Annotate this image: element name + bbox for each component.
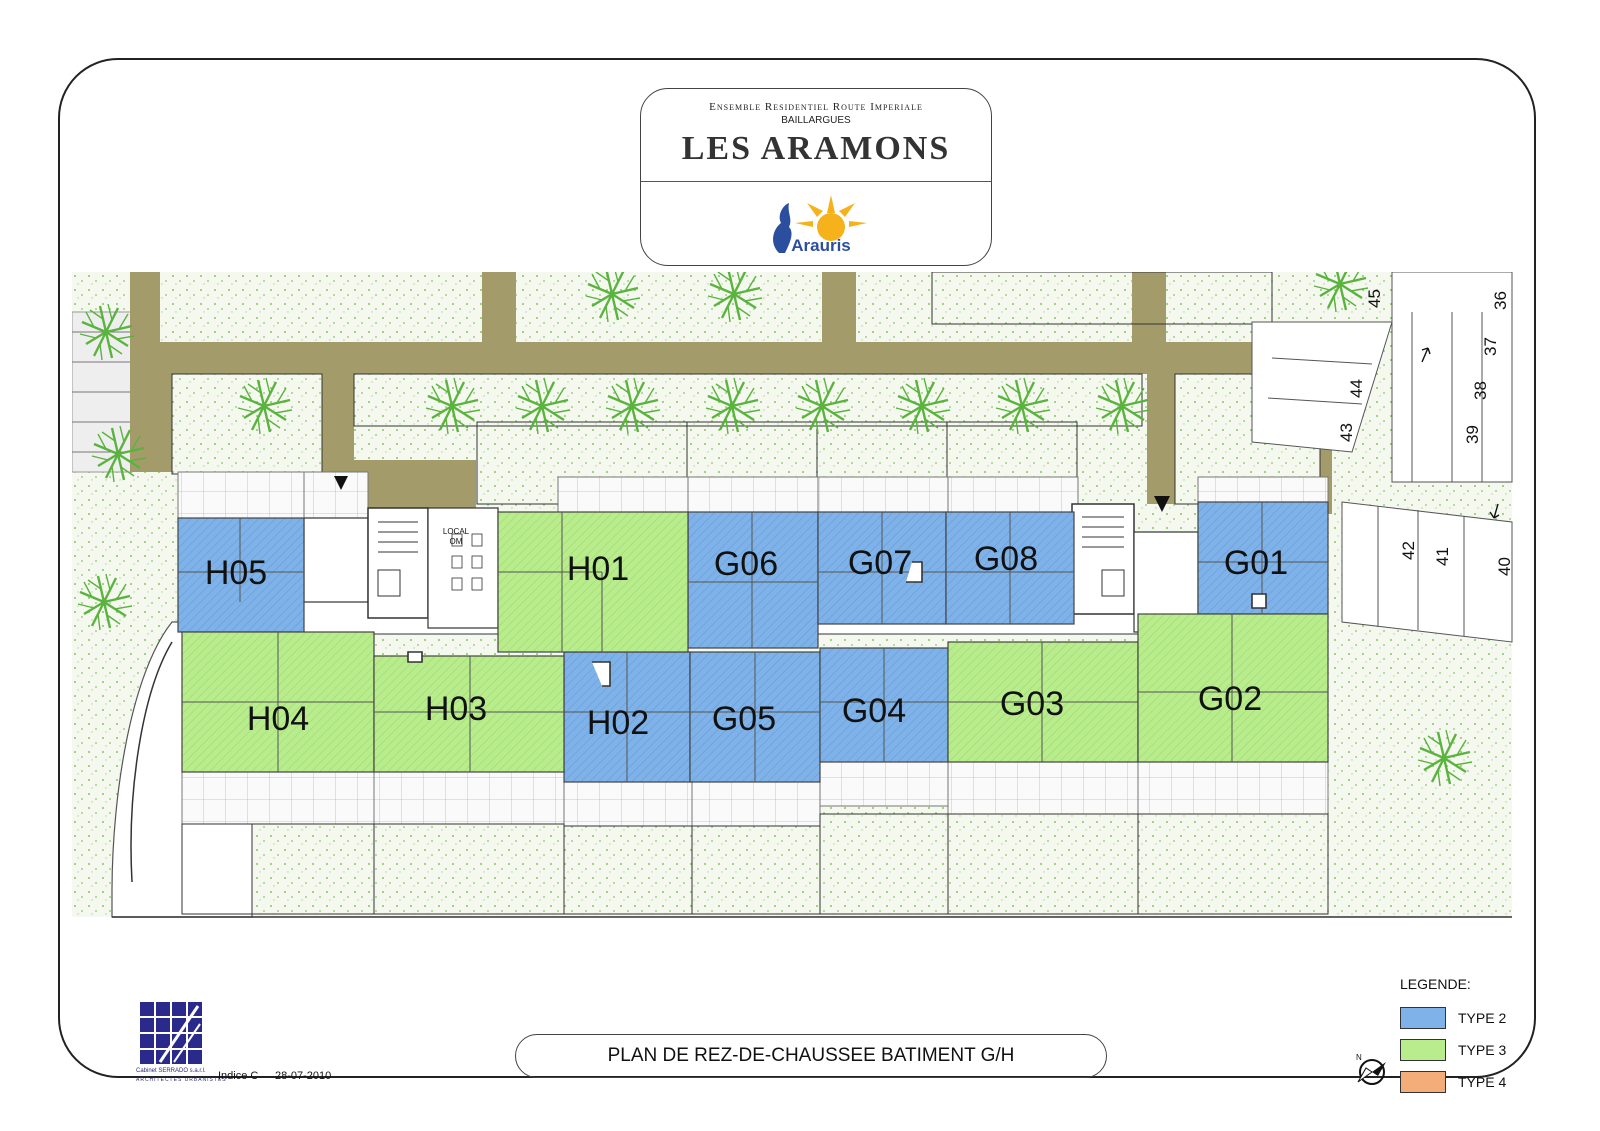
unit-G06 <box>687 511 819 649</box>
parking-number: 38 <box>1471 381 1490 400</box>
legend-item: TYPE 4 <box>1400 1066 1506 1098</box>
unit-H01 <box>497 511 689 653</box>
unit-G02 <box>1137 613 1329 763</box>
parking-number: 39 <box>1463 425 1482 444</box>
project-name: LES ARAMONS <box>681 130 951 167</box>
legend-label: TYPE 2 <box>1458 1010 1507 1026</box>
entrance-arrow-icon <box>1154 496 1170 512</box>
unit-H05 <box>177 517 305 633</box>
legend-swatch <box>1400 1007 1446 1029</box>
unit-label: H01 <box>567 550 629 588</box>
unit-label: H02 <box>587 704 649 742</box>
local-om-label: OM <box>450 537 463 546</box>
legend-label: TYPE 3 <box>1458 1042 1507 1058</box>
elevator-icon <box>377 569 1125 597</box>
legend-item: TYPE 2 <box>1400 1002 1506 1034</box>
title-divider <box>641 181 991 182</box>
plan-title: PLAN DE REZ-DE-CHAUSSEE BATIMENT G/H <box>515 1034 1107 1078</box>
unit-label: G06 <box>714 545 778 583</box>
legend-item: TYPE 3 <box>1400 1034 1506 1066</box>
brand-name: Arauris <box>791 236 851 255</box>
sun-icon <box>795 195 867 241</box>
unit-label: G08 <box>974 540 1038 578</box>
project-subtitle: Ensemble Residentiel Route Imperiale <box>709 101 923 113</box>
unit-H03 <box>373 655 565 773</box>
parking-number: 40 <box>1495 557 1514 576</box>
revision-date: 28-07-2010 <box>275 1070 332 1082</box>
architect-subtitle: ARCHITECTES URBANISTES <box>136 1077 227 1083</box>
parking-number: 37 <box>1481 337 1500 356</box>
legend-label: TYPE 4 <box>1458 1074 1507 1090</box>
parking-number: 36 <box>1491 291 1510 310</box>
parking-number: 43 <box>1337 423 1356 442</box>
legend: LEGENDE: TYPE 2 TYPE 3 TYPE 4 <box>1400 976 1506 1098</box>
north-compass-icon: N <box>1356 1053 1386 1085</box>
unit-label: G04 <box>842 692 906 730</box>
site-plan: H05 H01 G06 G07 G08 G01 H04 H03 H02 G05 … <box>72 272 1514 918</box>
walkway-paths <box>130 272 1342 514</box>
revision-index: Indice C <box>218 1070 259 1082</box>
entrance-arrow-icon <box>334 476 348 490</box>
stair-icon <box>378 516 1124 553</box>
svg-text:N: N <box>1356 1053 1362 1062</box>
tree-silhouette-icon <box>773 203 792 253</box>
unit-label: H05 <box>205 554 267 592</box>
legend-swatch <box>1400 1071 1446 1093</box>
local-om-label: LOCAL <box>443 527 470 536</box>
parking-number: 44 <box>1347 379 1366 398</box>
unit-label: H03 <box>425 690 487 728</box>
project-town: BAILLARGUES <box>781 115 851 126</box>
parking-number: 41 <box>1433 547 1452 566</box>
legend-title: LEGENDE: <box>1400 976 1471 992</box>
unit-label: G02 <box>1198 680 1262 718</box>
architect-name: Cabinet SERRADO s.a.r.l. <box>136 1068 206 1074</box>
parking-number: 45 <box>1365 289 1384 308</box>
parking-number: 42 <box>1399 541 1418 560</box>
unit-label: G07 <box>848 544 912 582</box>
architect-logo-icon <box>140 1002 202 1064</box>
arauris-logo: Arauris <box>773 195 867 255</box>
title-card: Ensemble Residentiel Route Imperiale BAI… <box>640 88 992 266</box>
unit-label: G03 <box>1000 685 1064 723</box>
legend-swatch <box>1400 1039 1446 1061</box>
unit-label: G05 <box>712 700 776 738</box>
unit-label: G01 <box>1224 544 1288 582</box>
unit-label: H04 <box>247 700 309 738</box>
